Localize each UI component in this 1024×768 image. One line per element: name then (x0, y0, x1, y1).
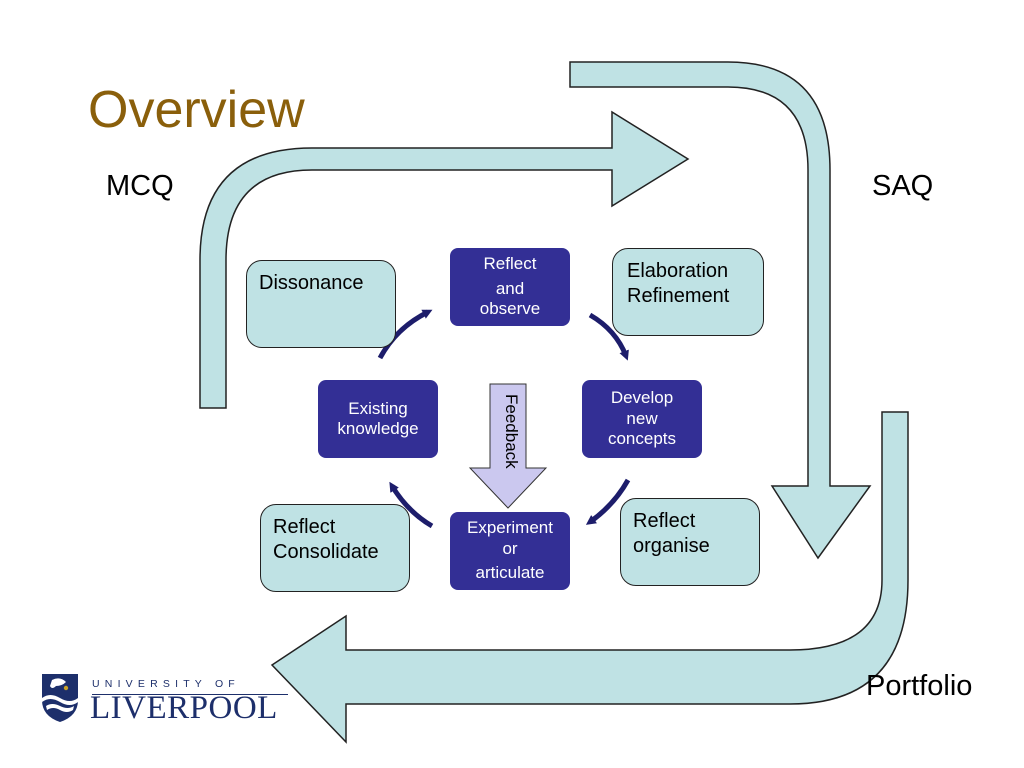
experiment-line3: articulate (475, 563, 545, 583)
existing-knowledge-box: Existing knowledge (318, 380, 438, 458)
portfolio-flow-arrow (270, 411, 909, 744)
cycle-arrow-develop-to-experiment (585, 478, 631, 525)
slide-title: Overview (88, 81, 305, 139)
dissonance-box: Dissonance (246, 260, 396, 348)
experiment-articulate-box: Experiment or articulate (450, 512, 570, 590)
feedback-label: Feedback (502, 394, 521, 469)
saq-label: SAQ (872, 170, 934, 202)
reflect-consolidate-line1: Reflect (273, 516, 336, 538)
reflect-consolidate-box: Reflect Consolidate (260, 504, 410, 592)
reflect-observe-line3: observe (479, 299, 541, 319)
existing-line1: Existing (348, 398, 408, 418)
dissonance-text: Dissonance (259, 272, 364, 294)
cycle-arrow-reflect-to-develop (588, 312, 629, 361)
reflect-observe-box: Reflect and observe (450, 248, 570, 326)
mcq-label: MCQ (106, 170, 174, 202)
portfolio-label: Portfolio (866, 670, 973, 702)
feedback-arrow (468, 383, 548, 509)
cycle-arrow-existing-to-reflect (377, 309, 433, 360)
reflect-organise-line2: organise (633, 535, 710, 557)
university-logo: UNIVERSITY OF LIVERPOOL (40, 672, 288, 728)
develop-line2: new (626, 408, 658, 428)
logo-rule (92, 694, 288, 695)
existing-line2: knowledge (337, 419, 419, 438)
reflect-observe-line1: Reflect (483, 254, 537, 274)
reflect-organise-box: Reflect organise (620, 498, 760, 586)
cycle-arrow-experiment-to-existing (389, 481, 434, 529)
elaboration-text: Elaboration (627, 260, 729, 282)
saq-flow-arrow (569, 61, 872, 560)
reflect-consolidate-line2: Consolidate (273, 541, 379, 563)
logo-line2: LIVERPOOL (90, 690, 278, 726)
crest-icon (42, 674, 78, 722)
develop-concepts-box: Develop new concepts (582, 380, 702, 458)
experiment-line1: Experiment (467, 518, 553, 538)
logo-line1: UNIVERSITY OF (92, 678, 240, 690)
develop-line1: Develop (610, 388, 674, 408)
experiment-line2: or (502, 538, 518, 558)
reflect-organise-line1: Reflect (633, 510, 696, 532)
refinement-text: Refinement (627, 285, 730, 307)
develop-line3: concepts (607, 429, 677, 449)
elaboration-box: Elaboration Refinement (612, 248, 764, 336)
mcq-flow-arrow (199, 110, 690, 409)
reflect-observe-line2: and (495, 278, 525, 298)
